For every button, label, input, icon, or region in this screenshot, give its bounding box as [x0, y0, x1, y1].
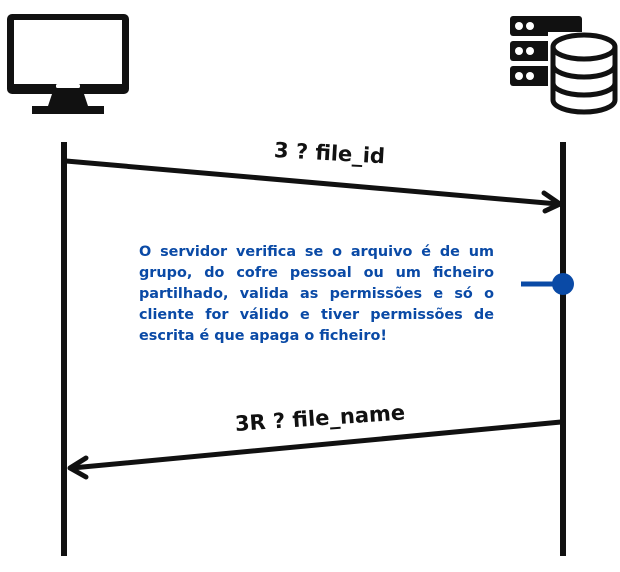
database-server-icon [510, 16, 620, 118]
message-arrow-request [63, 158, 561, 207]
server-note-text: O servidor verifica se o arquivo é de um… [139, 244, 494, 344]
arrowhead-left-icon [67, 455, 89, 480]
note-marker-dot [552, 273, 574, 295]
message-arrow-response [69, 419, 564, 471]
desktop-computer-icon [7, 14, 129, 114]
arrowhead-right-icon [541, 190, 563, 214]
